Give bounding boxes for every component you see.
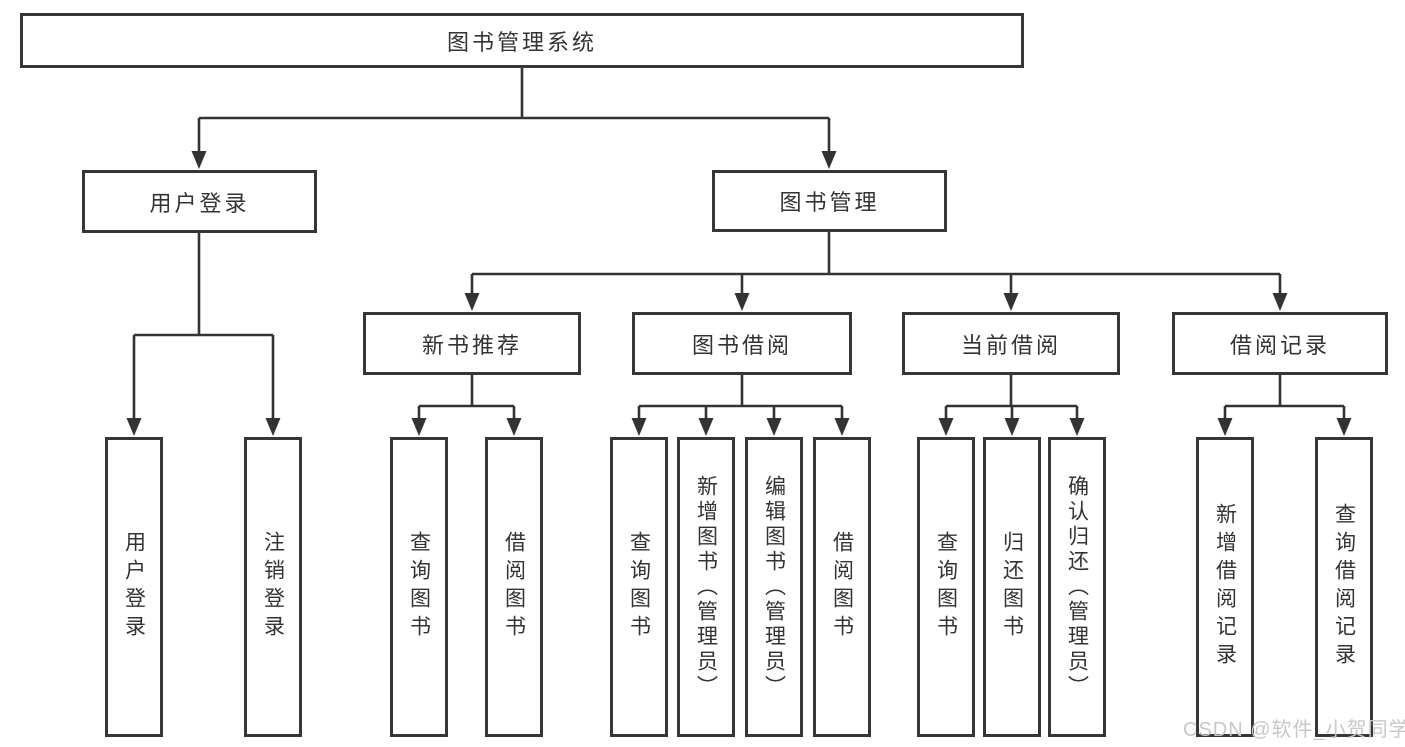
leaf-borrow-book-recommend: 借阅图书 <box>485 437 543 737</box>
leaf-logout: 注销登录 <box>244 437 302 737</box>
leaf-query-book-recommend: 查询图书 <box>390 437 448 737</box>
leaf-label: 新增图书（管理员） <box>694 474 718 700</box>
leaf-label: 查询借阅记录 <box>1332 503 1356 671</box>
node-label: 用户登录 <box>149 190 250 216</box>
leaf-label: 确认归还（管理员） <box>1065 474 1089 700</box>
leaf-borrow-book: 借阅图书 <box>813 437 871 737</box>
node-label: 新书推荐 <box>421 332 522 358</box>
leaf-label: 注销登录 <box>261 531 285 643</box>
leaf-query-book-borrow: 查询图书 <box>610 437 668 737</box>
leaf-label: 借阅图书 <box>502 531 526 643</box>
leaf-edit-book-admin: 编辑图书（管理员） <box>745 437 803 737</box>
leaf-return-book: 归还图书 <box>983 437 1041 737</box>
node-new-book-recommend: 新书推荐 <box>363 312 581 375</box>
node-user-login: 用户登录 <box>82 170 317 233</box>
node-label: 当前借阅 <box>960 332 1061 358</box>
leaf-add-borrow-record: 新增借阅记录 <box>1196 437 1254 737</box>
leaf-label: 查询图书 <box>934 531 958 643</box>
connector-segments <box>132 68 1346 421</box>
node-label: 图书管理系统 <box>446 29 597 55</box>
node-label: 图书管理 <box>779 190 880 215</box>
node-borrow-record: 借阅记录 <box>1172 312 1388 375</box>
leaf-label: 编辑图书（管理员） <box>762 474 786 700</box>
node-book-management: 图书管理 <box>712 170 947 232</box>
node-label: 借阅记录 <box>1229 332 1330 358</box>
leaf-confirm-return-admin: 确认归还（管理员） <box>1048 437 1106 737</box>
leaf-label: 查询图书 <box>627 531 651 643</box>
leaf-query-book-current: 查询图书 <box>917 437 975 737</box>
arrowheads <box>126 151 1352 436</box>
leaf-label: 新增借阅记录 <box>1213 503 1237 671</box>
leaf-query-borrow-record: 查询借阅记录 <box>1315 437 1373 737</box>
leaf-label: 查询图书 <box>407 531 431 643</box>
csdn-watermark: CSDN @软件_小贺同学 <box>1183 719 1405 741</box>
leaf-label: 用户登录 <box>122 531 146 643</box>
leaf-label: 归还图书 <box>1000 531 1024 643</box>
leaf-user-login: 用户登录 <box>105 437 163 737</box>
leaf-label: 借阅图书 <box>830 531 854 643</box>
node-current-borrow: 当前借阅 <box>902 312 1120 375</box>
leaf-add-book-admin: 新增图书（管理员） <box>677 437 735 737</box>
node-book-borrow: 图书借阅 <box>632 312 852 375</box>
node-library-management-system: 图书管理系统 <box>20 13 1024 68</box>
node-label: 图书借阅 <box>691 332 792 358</box>
